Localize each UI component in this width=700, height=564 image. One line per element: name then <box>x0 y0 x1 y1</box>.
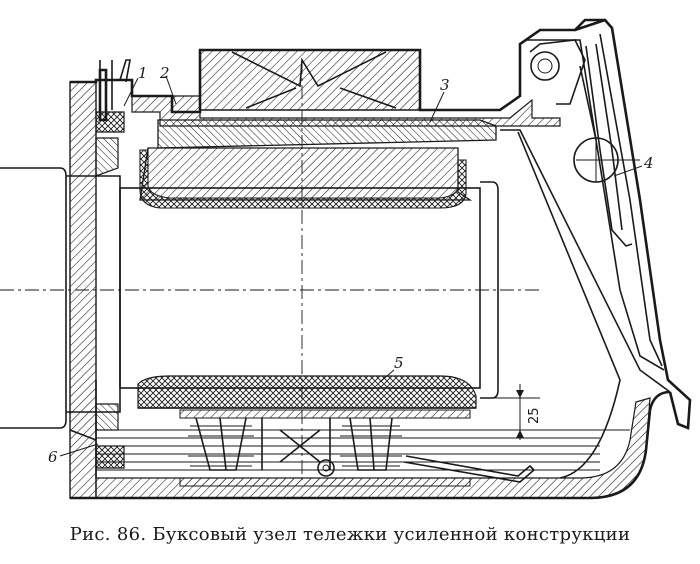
lid-hinge <box>529 39 640 183</box>
upper-bearing-liner <box>139 119 497 209</box>
axle-box-drawing: 1 2 3 4 5 6 25 <box>0 18 692 500</box>
lower-bearing-pad <box>137 375 477 409</box>
figure-caption: Рис. 86. Буксовый узел тележки усиленной… <box>69 524 631 545</box>
callout-2: 2 <box>159 64 170 82</box>
leader-lines <box>59 75 643 457</box>
callout-3: 3 <box>440 76 450 94</box>
callout-1: 1 <box>138 64 148 82</box>
callout-5: 5 <box>394 354 404 372</box>
rear-seal <box>69 59 131 469</box>
front-cover <box>500 18 692 479</box>
callout-4: 4 <box>643 154 654 172</box>
oil-level <box>96 384 630 471</box>
callout-6: 6 <box>48 448 58 466</box>
spring-lubricator <box>179 409 536 487</box>
dimension-oil-level: 25 <box>527 407 542 424</box>
